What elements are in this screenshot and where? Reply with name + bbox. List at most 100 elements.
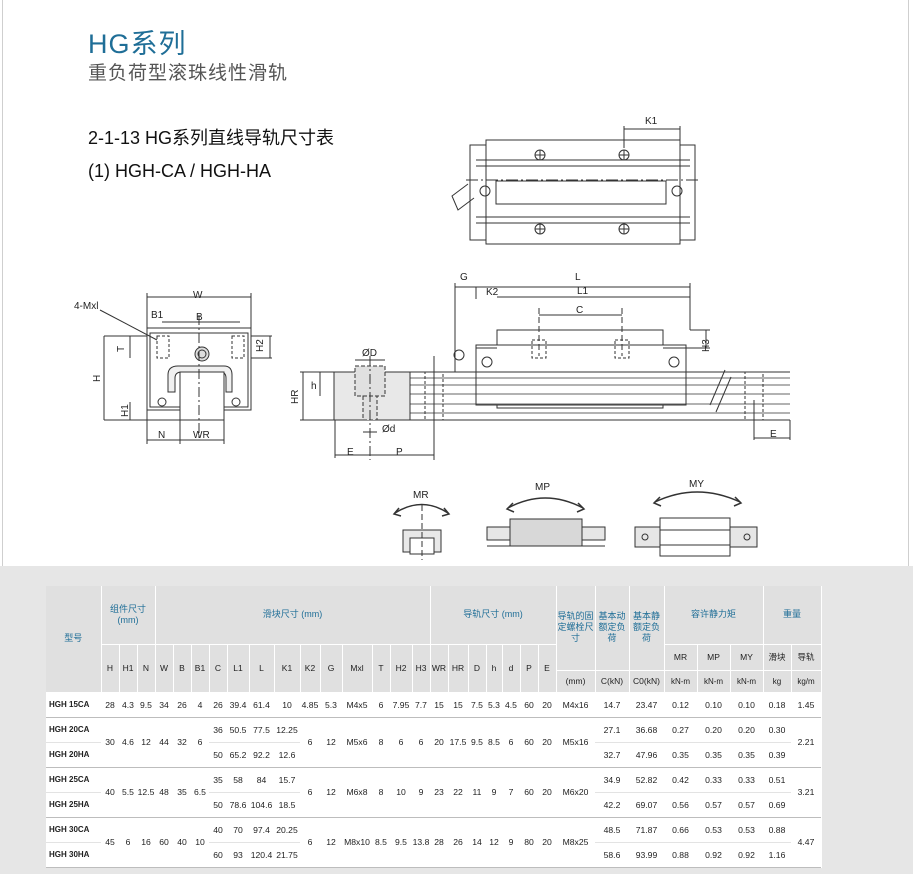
label-hr: HR — [290, 390, 301, 404]
cell-p: 60 — [520, 767, 538, 818]
label-h2: H2 — [255, 339, 266, 352]
subheader-17: HR — [448, 644, 469, 693]
subheader-24: C(kN) — [595, 670, 630, 693]
cell-b1: 4 — [191, 692, 209, 718]
cell-mxl: M8x10 — [342, 817, 372, 868]
subheader-9: K1 — [274, 644, 301, 693]
subheader-8: L — [249, 644, 275, 693]
cell-b: 40 — [173, 817, 191, 868]
cell-c0: 69.07 — [629, 792, 664, 818]
header-block: 滑块尺寸 (mm) — [155, 586, 431, 645]
cell-b1: 6 — [191, 717, 209, 768]
cell-wblock: 0.88 — [763, 817, 791, 843]
cell-c0: 71.87 — [629, 817, 664, 843]
cell-k1: 21.75 — [274, 842, 300, 868]
section-heading: 2-1-13 HG系列直线导轨尺寸表 — [88, 128, 335, 148]
cell-k1: 18.5 — [274, 792, 300, 818]
subheader-6: C — [209, 644, 228, 693]
page-edge-left — [2, 0, 3, 874]
label-phi-d-lower: Ød — [382, 424, 395, 435]
subheader-21: P — [520, 644, 539, 693]
cell-c0: 47.96 — [629, 742, 664, 768]
cell-cdyn: 34.9 — [595, 767, 629, 793]
cell-c0: 93.99 — [629, 842, 664, 868]
cell-mp: 0.10 — [697, 692, 730, 718]
header-bolt: 导轨的固定螺栓尺寸 — [556, 586, 596, 671]
cell-mr: 0.56 — [664, 792, 697, 818]
cell-k1: 12.6 — [274, 742, 300, 768]
cell-h: 45 — [101, 817, 119, 868]
cell-w: 60 — [155, 817, 173, 868]
cell-mr: 0.12 — [664, 692, 697, 718]
unit-3: kg — [763, 670, 792, 693]
cell-cdyn: 48.5 — [595, 817, 629, 843]
cell-l: 120.4 — [249, 842, 274, 868]
cell-e: 20 — [538, 692, 556, 718]
label-g: G — [460, 272, 468, 283]
cell-e: 20 — [538, 717, 556, 768]
unit-4: kg/m — [791, 670, 822, 693]
cell-h3: 6 — [412, 717, 430, 768]
cell-h: 30 — [101, 717, 119, 768]
subheader-14: H2 — [390, 644, 413, 693]
cell-w: 34 — [155, 692, 173, 718]
cell-mp: 0.33 — [697, 767, 730, 793]
cell-d: 7.5 — [468, 692, 486, 718]
cell-h3: 7.7 — [412, 692, 430, 718]
label-c: C — [576, 305, 583, 316]
cell-h: 28 — [101, 692, 119, 718]
cell-l: 84 — [249, 767, 274, 793]
model-cell: HGH 30HA — [46, 842, 101, 868]
cell-l: 77.5 — [249, 717, 274, 743]
header-static: 基本静额定负荷 — [629, 586, 665, 671]
cell-t: 8 — [372, 717, 390, 768]
subheader-5: B1 — [191, 644, 210, 693]
cell-t: 8.5 — [372, 817, 390, 868]
header-moment: 容许静力矩 — [664, 586, 764, 645]
cell-cdyn: 14.7 — [595, 692, 629, 718]
cell-mp: 0.53 — [697, 817, 730, 843]
cell-g: 5.3 — [320, 692, 342, 718]
cell-c: 35 — [209, 767, 227, 793]
cell-my: 0.10 — [730, 692, 763, 718]
cell-p: 60 — [520, 692, 538, 718]
cell-k2: 6 — [300, 717, 320, 768]
cell-t: 8 — [372, 767, 390, 818]
label-e-right: E — [770, 429, 777, 440]
subheader-1: H1 — [119, 644, 138, 693]
cell-wr: 20 — [430, 717, 448, 768]
moment-mp-diagram — [486, 497, 606, 547]
cell-wblock: 0.39 — [763, 742, 791, 768]
cell-k2: 6 — [300, 817, 320, 868]
label-phi-d-upper: ØD — [362, 348, 377, 359]
cell-h: 8.5 — [486, 717, 502, 768]
subheader-10: K2 — [300, 644, 321, 693]
cell-k1: 20.25 — [274, 817, 300, 843]
cell-d: 9.5 — [468, 717, 486, 768]
subheader-2: N — [137, 644, 156, 693]
cell-l: 104.6 — [249, 792, 274, 818]
subheader-18: D — [468, 644, 487, 693]
cell-d: 9 — [502, 817, 520, 868]
label-h: H — [92, 375, 103, 382]
subheader-15: H3 — [412, 644, 431, 693]
cell-g: 12 — [320, 767, 342, 818]
cell-hr: 22 — [448, 767, 468, 818]
unit-0: kN-m — [664, 670, 698, 693]
cell-mxl: M5x6 — [342, 717, 372, 768]
subheader-16: WR — [430, 644, 449, 693]
label-mp: MP — [535, 482, 550, 493]
cell-c: 50 — [209, 792, 227, 818]
model-cell: HGH 25HA — [46, 792, 101, 818]
cell-b: 26 — [173, 692, 191, 718]
cell-mr: 0.35 — [664, 742, 697, 768]
cell-my: 0.35 — [730, 742, 763, 768]
cell-cdyn: 42.2 — [595, 792, 629, 818]
cell-l1: 65.2 — [227, 742, 249, 768]
cell-h2: 6 — [390, 717, 412, 768]
